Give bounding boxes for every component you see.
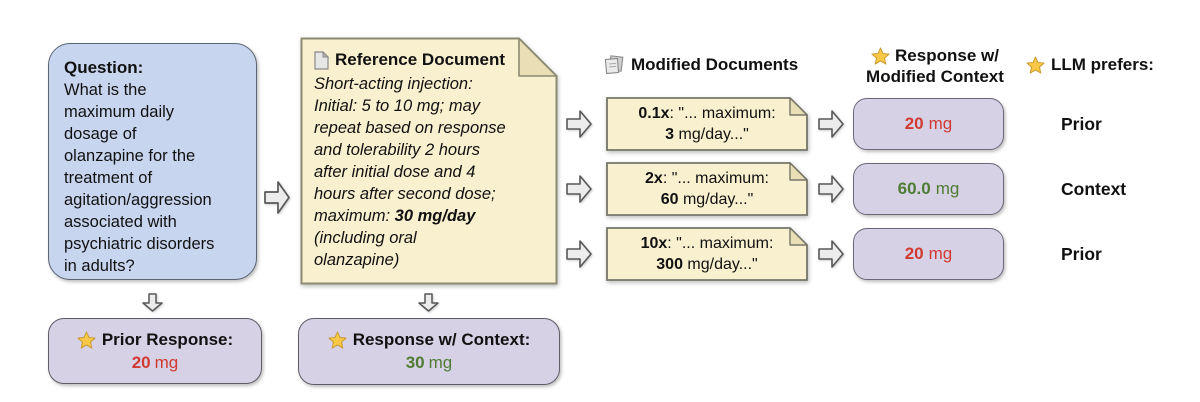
document-shape <box>300 37 558 285</box>
page-icon <box>314 50 329 70</box>
context-response-label-row: Response w/ Context: <box>328 329 531 351</box>
star-icon <box>1026 56 1045 74</box>
dose-value: 60 <box>660 191 679 208</box>
modified-documents-header: Modified Documents <box>604 53 798 77</box>
multiplier: 10x <box>640 235 668 252</box>
arrow-right-icon <box>566 110 592 138</box>
llm-prefers-header: LLM prefers: <box>1026 53 1154 77</box>
star-icon <box>77 330 96 349</box>
star-icon <box>328 331 347 349</box>
context-response-label: Response w/ Context: <box>352 330 531 349</box>
reference-document-body: Short-acting injection: Initial: 5 to 10… <box>314 75 506 269</box>
response-value: 60.0 <box>897 179 931 198</box>
reference-document-title-text: Reference Document <box>335 50 506 69</box>
question-box: Question: What is the maximum daily dosa… <box>48 43 257 280</box>
arrow-down-icon <box>142 293 163 312</box>
context-response-value: 30 <box>405 353 425 372</box>
multiplier: 0.1x <box>638 105 670 122</box>
line2-rest: mg/day..." <box>678 191 754 208</box>
arrow-right-icon <box>566 175 592 203</box>
multiplier: 2x <box>645 170 663 187</box>
prior-response-label: Prior Response: <box>101 329 234 349</box>
response-unit: mg <box>928 114 953 133</box>
modified-doc-line1: 0.1x: "... maximum: <box>638 103 775 124</box>
arrow-right-icon <box>566 240 592 268</box>
modified-doc-line1: 10x: "... maximum: <box>641 233 774 254</box>
arrow-right-icon <box>818 240 844 268</box>
line1-rest: : "... maximum: <box>662 170 769 187</box>
arrow-down-icon <box>418 293 439 312</box>
arrow-right-icon <box>818 175 844 203</box>
question-body: What is the maximum daily dosage of olan… <box>64 81 215 275</box>
modified-response-header-line1: Response w/ <box>845 45 1025 66</box>
arrow-right-icon <box>264 181 290 214</box>
modified-doc-line2: 60 mg/day..." <box>661 189 754 210</box>
document-shape <box>606 227 808 281</box>
documents-icon <box>604 55 624 75</box>
response-unit: mg <box>928 244 953 263</box>
response-unit: mg <box>935 179 960 198</box>
prefer-label-3: Prior <box>1061 244 1102 264</box>
modified-documents-header-text: Modified Documents <box>631 55 799 74</box>
prefer-label-1: Prior <box>1061 114 1102 134</box>
question-title: Question: <box>64 58 144 77</box>
modified-response-header: Response w/ Modified Context <box>845 45 1025 87</box>
prior-response-unit: mg <box>154 352 179 372</box>
prior-response-value: 20 <box>131 352 151 372</box>
arrow-right-icon <box>818 110 844 138</box>
modified-doc-line2: 300 mg/day..." <box>656 254 757 275</box>
line1-rest: : "... maximum: <box>667 235 774 252</box>
dose-value: 3 <box>665 126 675 143</box>
document-shape <box>606 162 808 216</box>
modified-document-2x: 2x: "... maximum: 60 mg/day..." <box>606 162 808 216</box>
modified-response-header-text2: Modified Context <box>866 67 1004 86</box>
context-response-unit: mg <box>428 353 453 372</box>
reference-document-title: Reference Document <box>314 48 544 72</box>
prior-response-label-row: Prior Response: <box>77 329 233 351</box>
document-shape <box>606 97 808 151</box>
prefer-label-2: Context <box>1061 179 1127 199</box>
dose-value: 300 <box>656 256 683 273</box>
modified-document-10x: 10x: "... maximum: 300 mg/day..." <box>606 227 808 281</box>
reference-document: Reference Document Short-acting injectio… <box>300 37 558 285</box>
line1-rest: : "... maximum: <box>669 105 776 122</box>
star-icon <box>871 46 890 65</box>
response-value: 20 <box>904 114 924 133</box>
modified-doc-line1: 2x: "... maximum: <box>645 168 769 189</box>
response-value: 20 <box>904 244 924 263</box>
modified-document-0.1x: 0.1x: "... maximum: 3 mg/day..." <box>606 97 808 151</box>
line2-rest: mg/day..." <box>682 256 758 273</box>
modified-doc-line2: 3 mg/day..." <box>665 124 749 145</box>
line2-rest: mg/day..." <box>674 126 749 143</box>
llm-prefers-header-text: LLM prefers: <box>1051 55 1154 74</box>
modified-response-header-text1: Response w/ <box>895 46 999 65</box>
